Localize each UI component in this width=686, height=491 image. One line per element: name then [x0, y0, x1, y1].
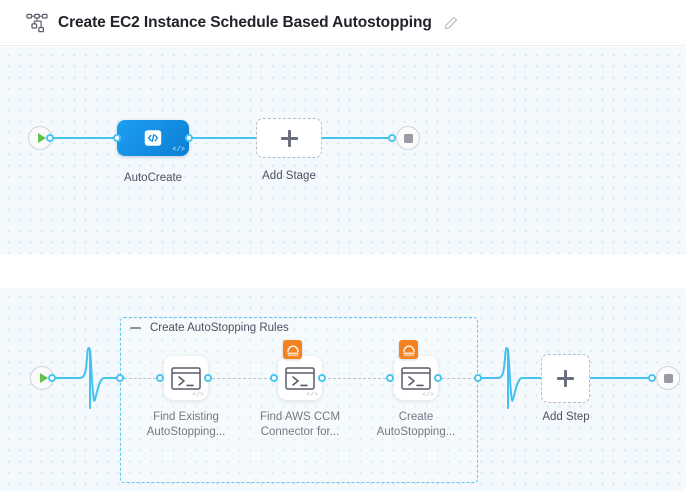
link-entry-to-step-1	[124, 378, 156, 379]
group-title: Create AutoStopping Rules	[150, 322, 289, 334]
step-3-input-dot[interactable]	[386, 374, 394, 382]
autocreate-output-dot[interactable]	[185, 134, 193, 142]
page-header: Create EC2 Instance Schedule Based Autos…	[0, 0, 686, 46]
link-autocreate-to-add-stage	[188, 137, 256, 139]
stop-square-icon	[403, 133, 413, 143]
link-start-to-autocreate	[48, 137, 118, 139]
link-step-2-to-step-3	[328, 378, 386, 379]
step-2-label-line2: Connector for...	[260, 426, 340, 438]
aws-ccm-connector-icon-step-3	[399, 340, 418, 359]
link-add-stage-to-end	[320, 137, 392, 139]
step-1-output-dot[interactable]	[204, 374, 212, 382]
steps-canvas[interactable]: Create AutoStopping Rules </>	[0, 288, 686, 491]
step-node-badge: </>	[192, 390, 204, 398]
aws-ccm-connector-icon-step-2	[283, 340, 302, 359]
step-2-label-line1: Find AWS CCM	[259, 411, 341, 423]
stop-square-icon	[663, 373, 673, 383]
add-stage-label: Add Stage	[262, 170, 316, 182]
pipeline-graph-icon	[26, 13, 48, 32]
shell-script-terminal-icon	[171, 366, 201, 390]
aws-ccm-connector-icon	[286, 344, 299, 356]
shell-script-terminal-icon	[285, 366, 315, 390]
plus-icon	[557, 370, 574, 387]
step-3-label-line2: AutoStopping...	[376, 426, 456, 438]
group-header[interactable]: Create AutoStopping Rules	[130, 322, 289, 334]
step-1-input-dot[interactable]	[156, 374, 164, 382]
page-title: Create EC2 Instance Schedule Based Autos…	[58, 13, 432, 31]
step-2-output-dot[interactable]	[318, 374, 326, 382]
minus-collapse-icon[interactable]	[130, 327, 141, 329]
step-find-existing-autostopping[interactable]: </>	[164, 356, 208, 400]
step-node-badge: </>	[306, 390, 318, 398]
step-2-input-dot[interactable]	[270, 374, 278, 382]
group-entry-curve	[53, 346, 125, 409]
plus-icon	[280, 129, 298, 147]
link-step-3-to-exit	[442, 378, 476, 379]
group-entry-dot[interactable]	[116, 374, 124, 382]
end-connector-dot[interactable]	[388, 134, 396, 142]
execution-end-dot[interactable]	[648, 374, 656, 382]
step-3-label-line1: Create	[398, 411, 434, 423]
autocreate-input-dot[interactable]	[113, 134, 121, 142]
stage-node-autocreate[interactable]: </>	[117, 120, 189, 156]
step-find-aws-ccm-connector[interactable]: </>	[278, 356, 322, 400]
group-exit-curve	[479, 346, 543, 409]
pipeline-end-node[interactable]	[396, 126, 420, 150]
step-1-label-line1: Find Existing	[153, 411, 219, 423]
step-1-label-line2: AutoStopping...	[146, 426, 226, 438]
stage-node-autocreate-label: AutoCreate	[123, 172, 183, 184]
aws-ccm-connector-icon	[402, 344, 415, 356]
execution-end-node[interactable]	[656, 366, 680, 390]
add-step-button[interactable]	[541, 354, 590, 403]
step-2-label: Find AWS CCM Connector for...	[245, 410, 355, 440]
step-group-create-autostopping-rules[interactable]	[120, 317, 478, 483]
step-create-autostopping[interactable]: </>	[394, 356, 438, 400]
pencil-edit-icon[interactable]	[444, 16, 458, 30]
step-node-badge: </>	[422, 390, 434, 398]
link-step-1-to-step-2	[212, 378, 272, 379]
shell-script-terminal-icon	[401, 366, 431, 390]
play-icon	[37, 133, 46, 143]
add-step-label: Add Step	[542, 411, 590, 423]
step-1-label: Find Existing AutoStopping...	[131, 410, 241, 440]
step-3-output-dot[interactable]	[434, 374, 442, 382]
play-icon	[39, 373, 48, 383]
group-exit-dot[interactable]	[474, 374, 482, 382]
add-stage-button[interactable]	[256, 118, 322, 158]
stage-node-badge: </>	[172, 146, 185, 154]
custom-stage-code-icon	[144, 130, 162, 146]
start-connector-dot[interactable]	[46, 134, 54, 142]
stages-canvas[interactable]: </> AutoCreate Add Stage	[0, 47, 686, 254]
execution-start-dot[interactable]	[48, 374, 56, 382]
link-add-step-to-end	[590, 377, 652, 379]
step-3-label: Create AutoStopping...	[361, 410, 471, 440]
